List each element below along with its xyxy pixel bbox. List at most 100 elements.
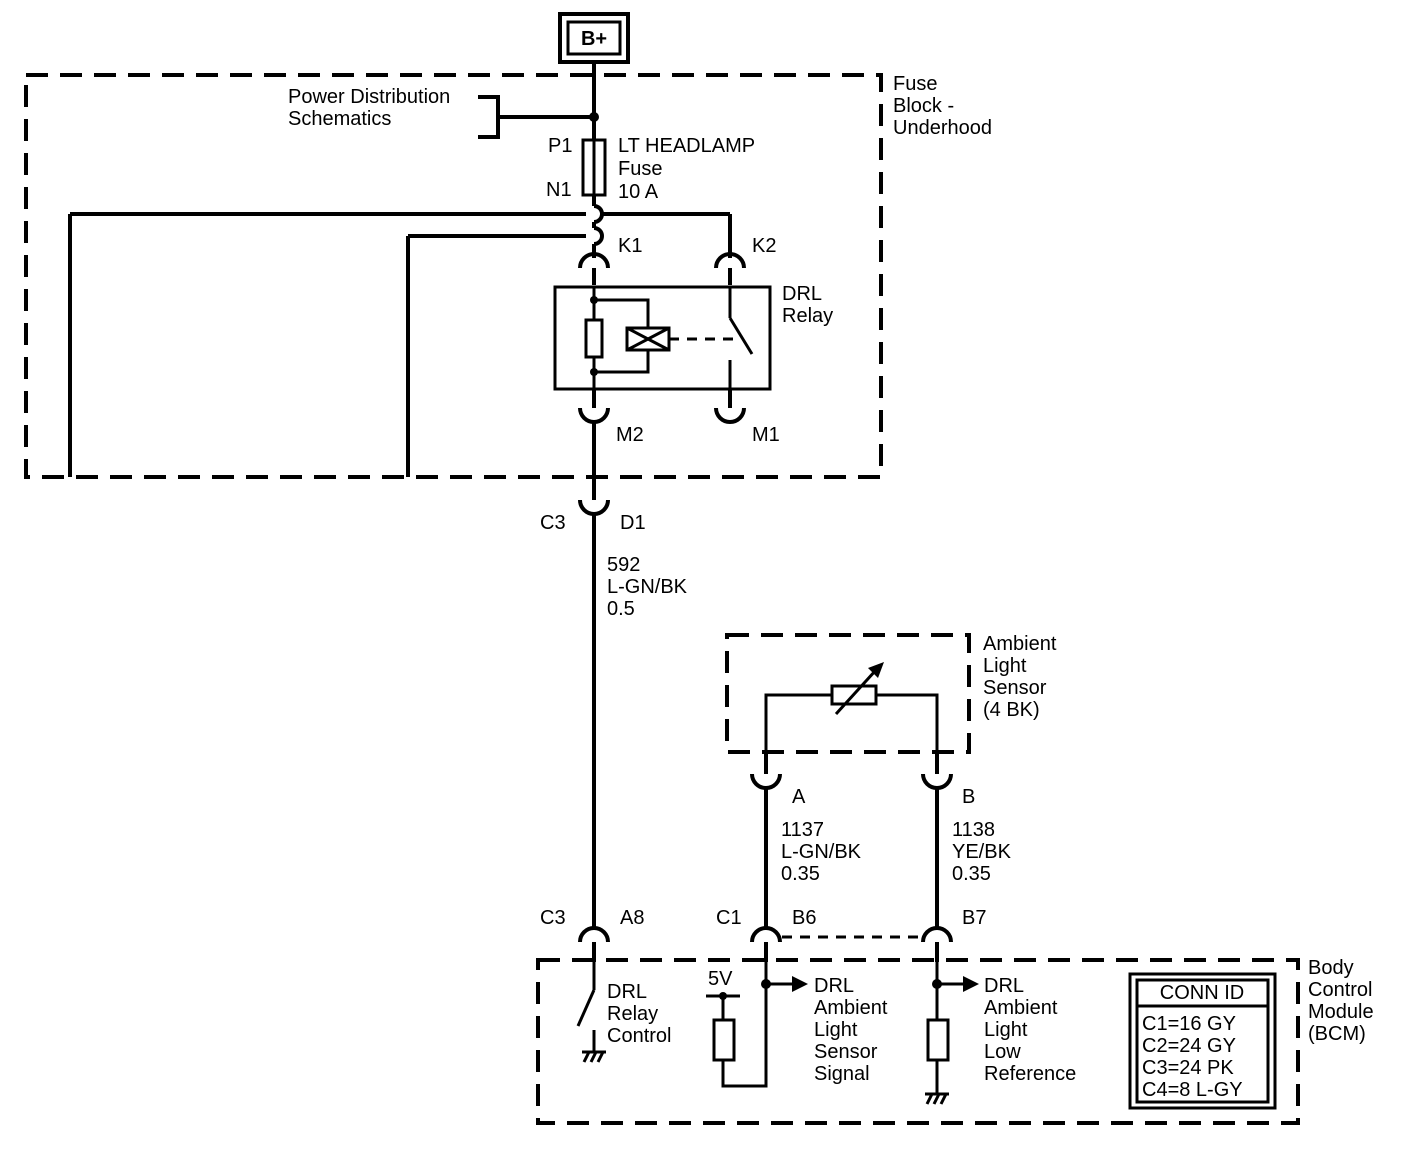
svg-text:C1: C1 (716, 907, 742, 929)
relay-control-label: DRL Relay Control (607, 981, 671, 1047)
low-ref-arrow-icon (963, 976, 979, 992)
connector-k2: K2 (714, 235, 776, 285)
svg-text:DRL: DRL (607, 981, 647, 1003)
connector-m2: M2 (578, 389, 644, 446)
svg-text:Light: Light (814, 1019, 858, 1041)
svg-text:A: A (792, 786, 806, 808)
fuse-block-title: Fuse Block - Underhood (893, 73, 992, 139)
voltage-label: 5V (708, 968, 733, 990)
bcm-border (536, 958, 1300, 1125)
svg-text:Schematics: Schematics (288, 108, 391, 130)
svg-text:M1: M1 (752, 424, 780, 446)
svg-text:Sensor: Sensor (983, 677, 1047, 699)
svg-text:C3: C3 (540, 907, 566, 929)
svg-text:0.35: 0.35 (952, 863, 991, 885)
svg-text:Light: Light (983, 655, 1027, 677)
low-ref-resistor (926, 1018, 950, 1062)
svg-text:YE/BK: YE/BK (952, 841, 1012, 863)
power-dist-bracket (478, 95, 500, 139)
svg-text:B: B (962, 786, 975, 808)
svg-text:Signal: Signal (814, 1063, 870, 1085)
signal-arrow-icon (792, 976, 808, 992)
svg-text:Control: Control (1308, 979, 1372, 1001)
svg-text:Relay: Relay (607, 1003, 658, 1025)
sensor-signal-label: DRL Ambient Light Sensor Signal (814, 975, 888, 1085)
connector-b7: B7 (921, 907, 986, 962)
ambient-light-sensor-label: Ambient Light Sensor (4 BK) (983, 633, 1057, 721)
fuse-label: LT HEADLAMP Fuse 10 A (618, 135, 755, 203)
svg-text:Light: Light (984, 1019, 1028, 1041)
svg-text:Ambient: Ambient (814, 997, 888, 1019)
connector-c3-a8: C3 A8 (540, 907, 644, 962)
svg-text:B7: B7 (962, 907, 986, 929)
svg-text:Underhood: Underhood (893, 117, 992, 139)
connector-m1: M1 (714, 389, 780, 446)
svg-text:Ambient: Ambient (984, 997, 1058, 1019)
photoresistor-icon (830, 684, 878, 706)
connector-b: B (921, 752, 975, 808)
svg-text:B6: B6 (792, 907, 816, 929)
svg-text:592: 592 (607, 554, 640, 576)
svg-text:Power Distribution: Power Distribution (288, 86, 450, 108)
svg-text:A8: A8 (620, 907, 644, 929)
ground-icon (925, 1092, 949, 1105)
svg-text:LT HEADLAMP: LT HEADLAMP (618, 135, 755, 157)
svg-text:10 A: 10 A (618, 181, 659, 203)
svg-text:1138: 1138 (952, 819, 995, 841)
wire-1137-label: 1137 L-GN/BK 0.35 (781, 819, 862, 885)
variable-arrow-icon (834, 668, 878, 716)
relay-switch-contact (728, 317, 754, 355)
connector-c1-b6: C1 B6 (716, 907, 816, 962)
svg-text:Sensor: Sensor (814, 1041, 878, 1063)
svg-text:K2: K2 (752, 235, 776, 257)
svg-text:L-GN/BK: L-GN/BK (607, 576, 688, 598)
svg-text:Relay: Relay (782, 305, 833, 327)
svg-text:Low: Low (984, 1041, 1021, 1063)
low-reference-label: DRL Ambient Light Low Reference (984, 975, 1076, 1085)
connector-k1: K1 (578, 235, 642, 285)
svg-text:M2: M2 (616, 424, 644, 446)
conn-id-table: CONN ID C1=16 GY C2=24 GY C3=24 PK C4=8 … (1128, 972, 1277, 1110)
wire-592-label: 592 L-GN/BK 0.5 (607, 554, 688, 620)
svg-text:DRL: DRL (984, 975, 1024, 997)
svg-text:(BCM): (BCM) (1308, 1023, 1366, 1045)
power-source-box: B+ (558, 12, 630, 64)
wire-1138-label: 1138 YE/BK 0.35 (952, 819, 1012, 885)
svg-text:Fuse: Fuse (618, 158, 662, 180)
svg-text:L-GN/BK: L-GN/BK (781, 841, 862, 863)
bcm-label: Body Control Module (BCM) (1308, 957, 1374, 1045)
svg-text:DRL: DRL (782, 283, 822, 305)
fuse-pin-n1: N1 (546, 179, 572, 201)
connector-c3-d1: C3 D1 (540, 482, 646, 534)
relay-control-switch (576, 989, 596, 1027)
drl-relay-box (553, 285, 772, 391)
svg-text:0.5: 0.5 (607, 598, 635, 620)
svg-text:1137: 1137 (781, 819, 824, 841)
svg-text:D1: D1 (620, 512, 646, 534)
conn-id-row: C1=16 GY (1142, 1013, 1236, 1035)
connector-a: A (750, 752, 806, 808)
power-dist-label: Power Distribution Schematics (288, 86, 450, 130)
drl-relay-label: DRL Relay (782, 283, 833, 327)
svg-text:Reference: Reference (984, 1063, 1076, 1085)
svg-text:Control: Control (607, 1025, 671, 1047)
svg-text:Ambient: Ambient (983, 633, 1057, 655)
svg-text:Body: Body (1308, 957, 1354, 979)
svg-text:0.35: 0.35 (781, 863, 820, 885)
ambient-light-sensor-border (725, 633, 971, 754)
conn-id-row: C2=24 GY (1142, 1035, 1236, 1057)
conn-id-header: CONN ID (1160, 982, 1244, 1004)
ground-icon (582, 1050, 606, 1063)
power-label: B+ (581, 28, 607, 50)
relay-resistor (584, 318, 604, 359)
svg-text:Module: Module (1308, 1001, 1374, 1023)
conn-id-row: C3=24 PK (1142, 1057, 1234, 1079)
svg-text:DRL: DRL (814, 975, 854, 997)
pullup-resistor (712, 1018, 736, 1062)
svg-text:C3: C3 (540, 512, 566, 534)
fuse-pin-p1: P1 (548, 135, 572, 157)
fuse-block-border (24, 73, 883, 479)
svg-text:Fuse: Fuse (893, 73, 937, 95)
svg-text:Block -: Block - (893, 95, 954, 117)
